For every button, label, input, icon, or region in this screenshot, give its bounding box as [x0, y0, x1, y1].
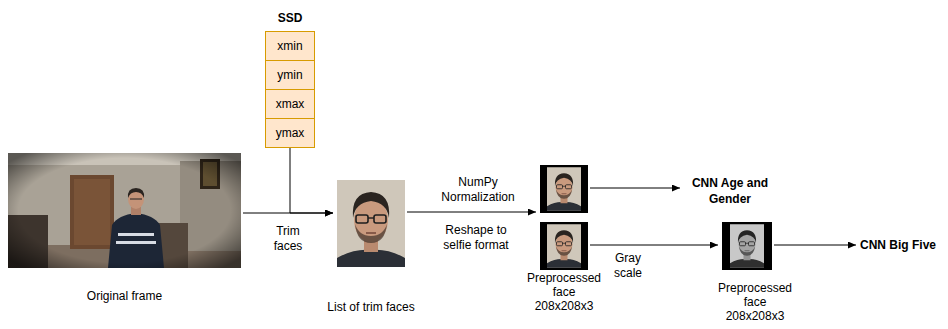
face-background [540, 165, 588, 213]
preprocessed-face-photo [547, 224, 581, 268]
ssd-output-stack: SSDxminyminxmaxymax [265, 31, 315, 147]
cell-text: xmax [276, 97, 305, 111]
coordinate-cell: ymax [265, 118, 315, 148]
edge-label: NumPy Normalization [437, 175, 519, 205]
image-caption: Original frame [87, 289, 162, 303]
face-background [540, 222, 588, 270]
image-caption: Preprocessed face 208x208x3 [714, 281, 796, 323]
cnn-model-block: CNN Big Five [860, 237, 936, 253]
flow-arrow [590, 188, 680, 189]
coordinate-cell: xmin [265, 31, 315, 61]
flow-arrow [290, 148, 333, 213]
trim-face-image: List of trim faces [337, 180, 405, 267]
preprocessed-face-photo [547, 167, 581, 211]
model-name: CNN Age and Gender [684, 175, 776, 207]
cell-text: ymax [276, 126, 305, 140]
edge-label: Gray scale [608, 251, 648, 281]
flow-arrow [407, 212, 536, 213]
model-name: CNN Big Five [860, 237, 936, 253]
coordinate-cell: ymin [265, 60, 315, 90]
face-background [722, 222, 772, 270]
preprocessed-face-pair: Preprocessed face 208x208x3 [540, 165, 588, 270]
flow-arrow [590, 245, 718, 246]
gray-face-photo [722, 222, 772, 270]
cell-text: ymin [277, 68, 302, 82]
cell-text: xmin [277, 39, 302, 53]
edge-label: Trim faces [266, 224, 310, 254]
original-frame-image: Original frame [8, 153, 241, 268]
gray-face [730, 224, 764, 268]
image-caption: Preprocessed face 208x208x3 [523, 271, 605, 313]
cnn-model-block: CNN Age and Gender [684, 175, 776, 207]
lens-vignette [8, 153, 241, 268]
flow-arrow [774, 245, 856, 246]
step-note: Reshape to selfie format [435, 223, 517, 253]
stack-heading: SSD [265, 11, 315, 25]
gray-face-image: Preprocessed face 208x208x3 [722, 222, 772, 270]
room-photo [8, 153, 241, 268]
trim-face-photo [337, 180, 405, 267]
coordinate-cell: xmax [265, 89, 315, 119]
wall [8, 153, 241, 268]
image-caption: List of trim faces [327, 300, 414, 314]
